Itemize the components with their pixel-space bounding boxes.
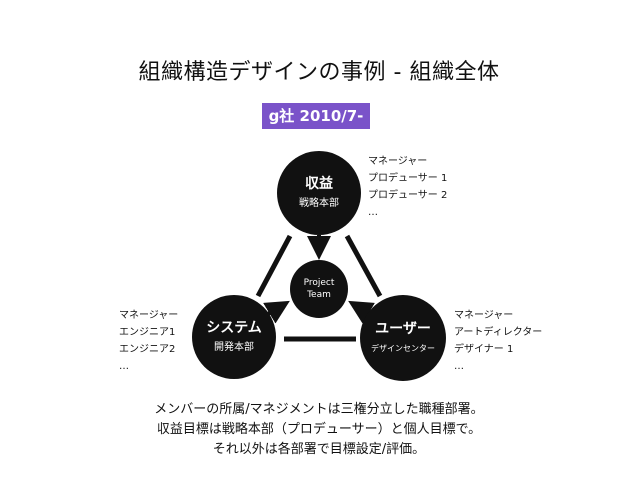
project-team-node: Project Team — [290, 260, 348, 318]
role-item: プロデューサー 1 — [368, 173, 448, 184]
revenue-roles-list: マネージャー プロデューサー 1 プロデューサー 2 … — [368, 153, 447, 221]
system-node: システム 開発本部 — [192, 295, 276, 379]
edge-revenue-system — [255, 234, 293, 298]
period-badge: g社 2010/7- — [262, 103, 370, 129]
role-item: エンジニア2 — [119, 344, 176, 355]
system-node-title: システム — [206, 319, 262, 336]
arrow-system-to-project — [263, 300, 290, 324]
project-team-line1: Project — [303, 278, 335, 288]
caption-line: メンバーの所属/マネジメントは三権分立した職種部署。 — [154, 402, 484, 417]
user-node-subtitle: デザインセンター — [371, 343, 435, 353]
role-item: … — [119, 361, 129, 372]
caption-line: それ以外は各部署で目標設定/評価。 — [212, 442, 426, 457]
role-item: マネージャー — [119, 310, 179, 321]
project-team-line2: Team — [307, 290, 331, 300]
role-item: プロデューサー 2 — [368, 190, 448, 201]
system-node-subtitle: 開発本部 — [214, 341, 254, 353]
slide-title: 組織構造デザインの事例 - 組織全体 — [138, 60, 500, 85]
role-item: … — [368, 207, 378, 218]
revenue-node: 収益 戦略本部 — [277, 151, 361, 235]
caption-line: 収益目標は戦略本部（プロデューサー）と個人目標で。 — [156, 422, 482, 437]
user-node: ユーザー デザインセンター — [360, 295, 446, 381]
caption-block: メンバーの所属/マネジメントは三権分立した職種部署。 収益目標は戦略本部（プロデ… — [0, 400, 638, 460]
user-roles-list: マネージャー アートディレクター デザイナー 1 … — [454, 307, 542, 375]
role-item: アートディレクター — [454, 327, 543, 338]
user-node-title: ユーザー — [375, 320, 431, 337]
role-item: マネージャー — [454, 310, 514, 321]
role-item: エンジニア1 — [119, 327, 176, 338]
edge-revenue-user — [344, 234, 383, 298]
role-item: マネージャー — [368, 156, 428, 167]
system-roles-list: マネージャー エンジニア1 エンジニア2 … — [119, 307, 178, 375]
revenue-node-title: 収益 — [305, 175, 333, 192]
role-item: デザイナー 1 — [454, 344, 514, 355]
revenue-node-subtitle: 戦略本部 — [299, 197, 339, 209]
role-item: … — [454, 361, 464, 372]
